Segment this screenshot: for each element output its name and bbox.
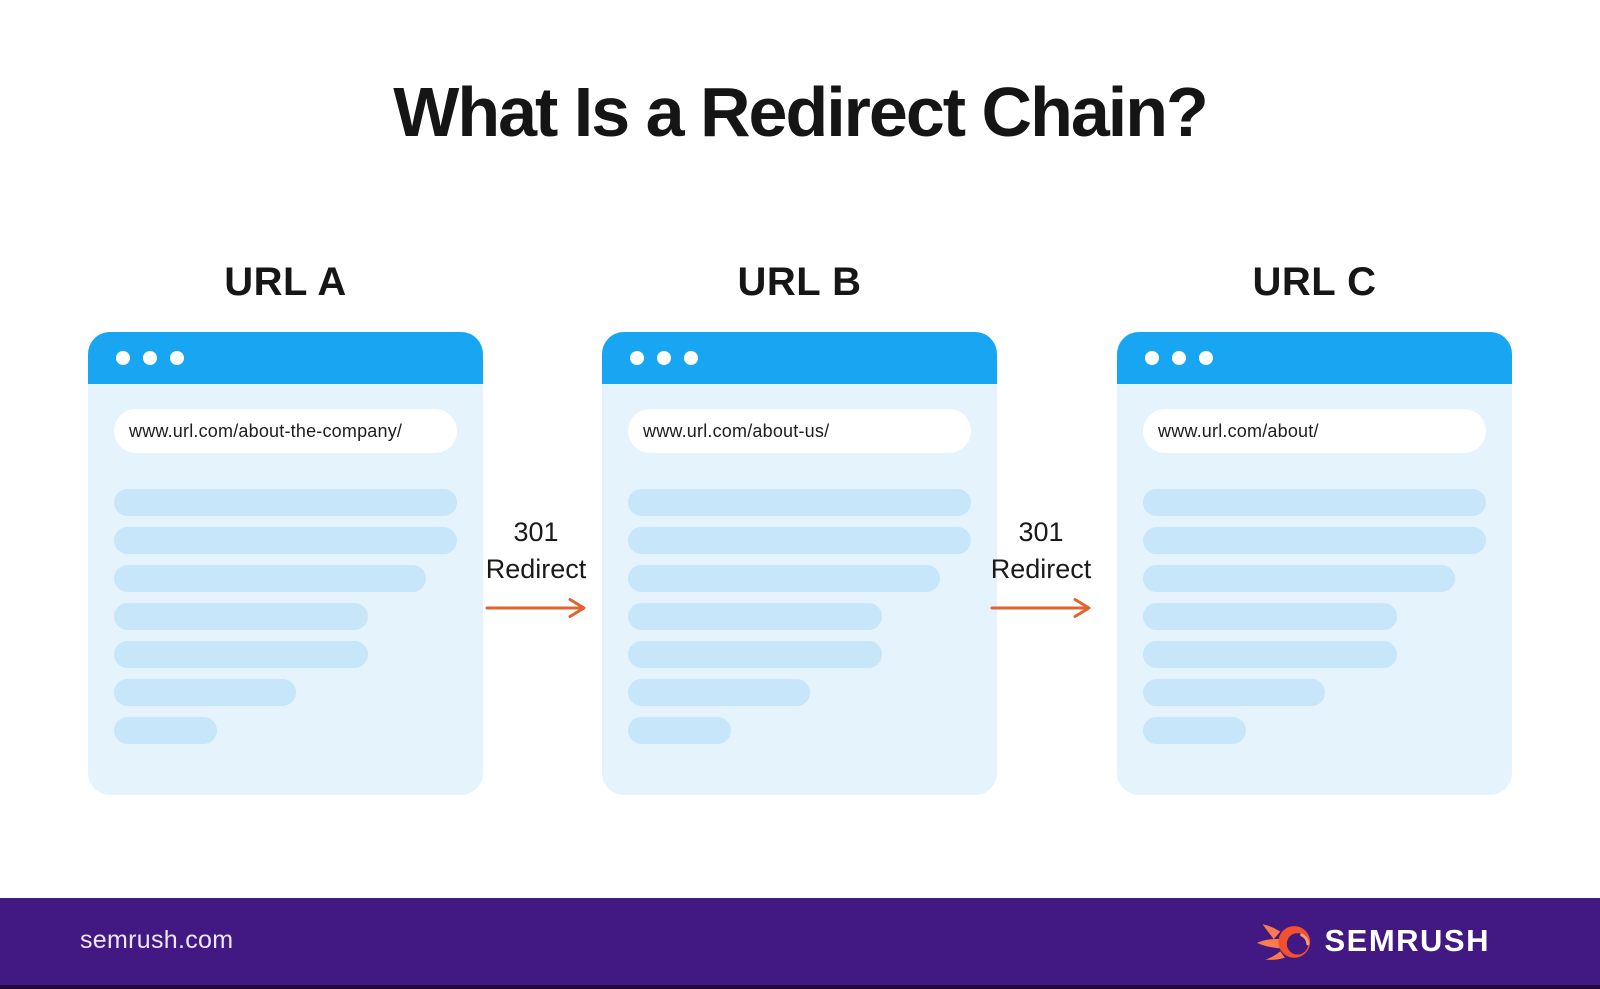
url-c-column: URL C www.url.com/about/ [1117, 258, 1512, 795]
redirect-1-code: 301 [513, 517, 559, 547]
content-placeholder-line [114, 565, 427, 592]
redirect-step-1: 301 Redirect [471, 514, 601, 624]
address-bar-b-url: www.url.com/about-us/ [643, 420, 830, 441]
content-placeholder-line [628, 641, 882, 668]
footer-bar: semrush.com SEMRUSH [0, 898, 1600, 989]
browser-body-a: www.url.com/about-the-company/ [88, 384, 483, 744]
page-content-skeleton-a [114, 489, 457, 744]
content-placeholder-line [1143, 717, 1246, 744]
url-a-heading: URL A [224, 260, 347, 304]
browser-titlebar-b [602, 332, 997, 384]
page-content-skeleton-c [1143, 489, 1486, 744]
content-placeholder-line [628, 489, 971, 516]
redirect-step-2: 301 Redirect [976, 514, 1106, 624]
content-placeholder-line [1143, 603, 1397, 630]
page-content-skeleton-b [628, 489, 971, 744]
browser-body-c: www.url.com/about/ [1117, 384, 1512, 744]
redirect-2-code: 301 [1018, 517, 1064, 547]
content-placeholder-line [1143, 565, 1456, 592]
content-placeholder-line [114, 641, 368, 668]
right-arrow-icon [485, 598, 586, 618]
content-placeholder-line [1143, 641, 1397, 668]
window-dot-icon [143, 351, 157, 365]
content-placeholder-line [114, 717, 217, 744]
window-dot-icon [116, 351, 130, 365]
semrush-logo: SEMRUSH [1256, 918, 1490, 964]
browser-titlebar-c [1117, 332, 1512, 384]
footer-bottom-edge [0, 985, 1600, 989]
url-a-column: URL A www.url.com/about-the-company/ [88, 258, 483, 795]
content-placeholder-line [1143, 527, 1486, 554]
url-b-column: URL B www.url.com/about-us/ [602, 258, 997, 795]
window-dot-icon [657, 351, 671, 365]
address-bar-c: www.url.com/about/ [1143, 409, 1486, 453]
content-placeholder-line [628, 679, 810, 706]
browser-window-b: www.url.com/about-us/ [602, 332, 997, 795]
browser-body-b: www.url.com/about-us/ [602, 384, 997, 744]
page-title: What Is a Redirect Chain? [393, 73, 1208, 151]
content-placeholder-line [114, 489, 457, 516]
content-placeholder-line [628, 717, 731, 744]
window-dot-icon [1145, 351, 1159, 365]
browser-window-a: www.url.com/about-the-company/ [88, 332, 483, 795]
right-arrow-icon [990, 598, 1091, 618]
content-placeholder-line [1143, 679, 1325, 706]
content-placeholder-line [114, 603, 368, 630]
address-bar-a-url: www.url.com/about-the-company/ [129, 420, 403, 441]
semrush-flame-icon [1257, 923, 1311, 960]
url-b-heading: URL B [737, 260, 862, 304]
content-placeholder-line [628, 565, 941, 592]
window-dot-icon [630, 351, 644, 365]
content-placeholder-line [114, 679, 296, 706]
window-dot-icon [1199, 351, 1213, 365]
browser-titlebar-a [88, 332, 483, 384]
content-placeholder-line [114, 527, 457, 554]
address-bar-b: www.url.com/about-us/ [628, 409, 971, 453]
window-dot-icon [684, 351, 698, 365]
window-dot-icon [170, 351, 184, 365]
address-bar-c-url: www.url.com/about/ [1158, 420, 1319, 441]
content-placeholder-line [1143, 489, 1486, 516]
footer-brand-text: SEMRUSH [1324, 922, 1490, 958]
content-placeholder-line [628, 527, 971, 554]
content-placeholder-line [628, 603, 882, 630]
browser-window-c: www.url.com/about/ [1117, 332, 1512, 795]
address-bar-a: www.url.com/about-the-company/ [114, 409, 457, 453]
window-dot-icon [1172, 351, 1186, 365]
redirect-1-label: Redirect [485, 554, 587, 584]
redirect-2-label: Redirect [990, 554, 1092, 584]
url-c-heading: URL C [1252, 260, 1377, 304]
footer-site-text: semrush.com [80, 926, 234, 954]
